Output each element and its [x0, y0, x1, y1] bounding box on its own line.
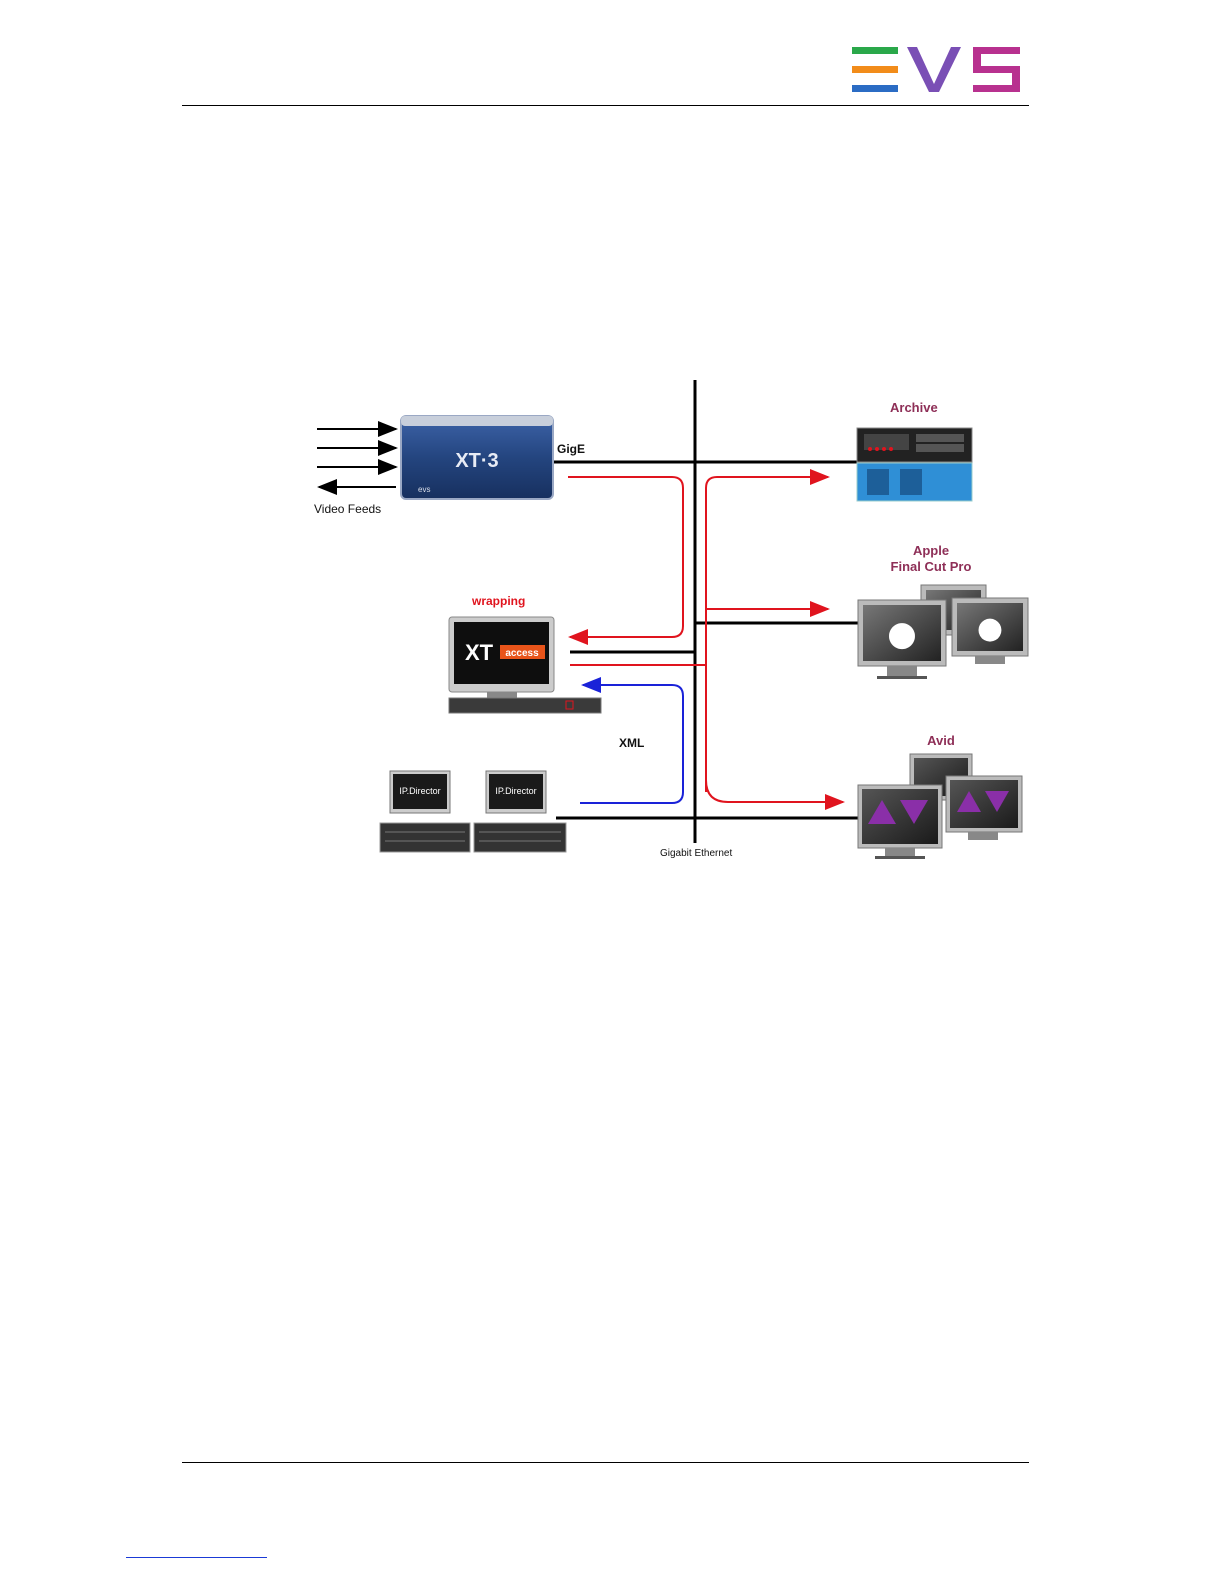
ipdirector-workstations: IP.Director IP.Director [380, 771, 566, 852]
gige-label: GigE [557, 442, 585, 456]
xtaccess-badge: access [505, 648, 539, 659]
video-feeds-label: Video Feeds [314, 502, 381, 516]
flow-to-archive [706, 477, 828, 792]
xtaccess-logo: XT [465, 640, 494, 665]
avid-workstations [858, 754, 1022, 859]
workflow-diagram: XT·3 evs XT access IP.Director IP.Direct… [0, 0, 1224, 900]
wrapping-label: wrapping [471, 594, 525, 608]
flow-xt3-to-xtaccess [568, 477, 683, 637]
archive-label: Archive [890, 400, 938, 415]
apple-icon: ● [887, 614, 917, 654]
apple-icon: ● [977, 611, 1003, 646]
apple-label-line2: Final Cut Pro [891, 559, 972, 574]
ipdirector-logo-2: IP.Director [495, 786, 536, 796]
xt3-server: XT·3 evs [401, 416, 553, 499]
footer-rule [182, 1462, 1029, 1463]
xml-label: XML [619, 736, 644, 750]
xt3-logo: XT·3 [455, 450, 498, 472]
apple-workstations: ● ● [858, 585, 1028, 679]
gigabit-ethernet-label: Gigabit Ethernet [660, 848, 732, 859]
svg-text:evs: evs [418, 485, 430, 494]
footer-link-underline[interactable] [126, 1557, 267, 1558]
apple-label-line1: Apple [913, 543, 949, 558]
archive-servers [857, 428, 972, 501]
flow-to-avid [706, 780, 843, 802]
avid-label: Avid [927, 733, 955, 748]
ipdirector-logo-1: IP.Director [399, 786, 440, 796]
